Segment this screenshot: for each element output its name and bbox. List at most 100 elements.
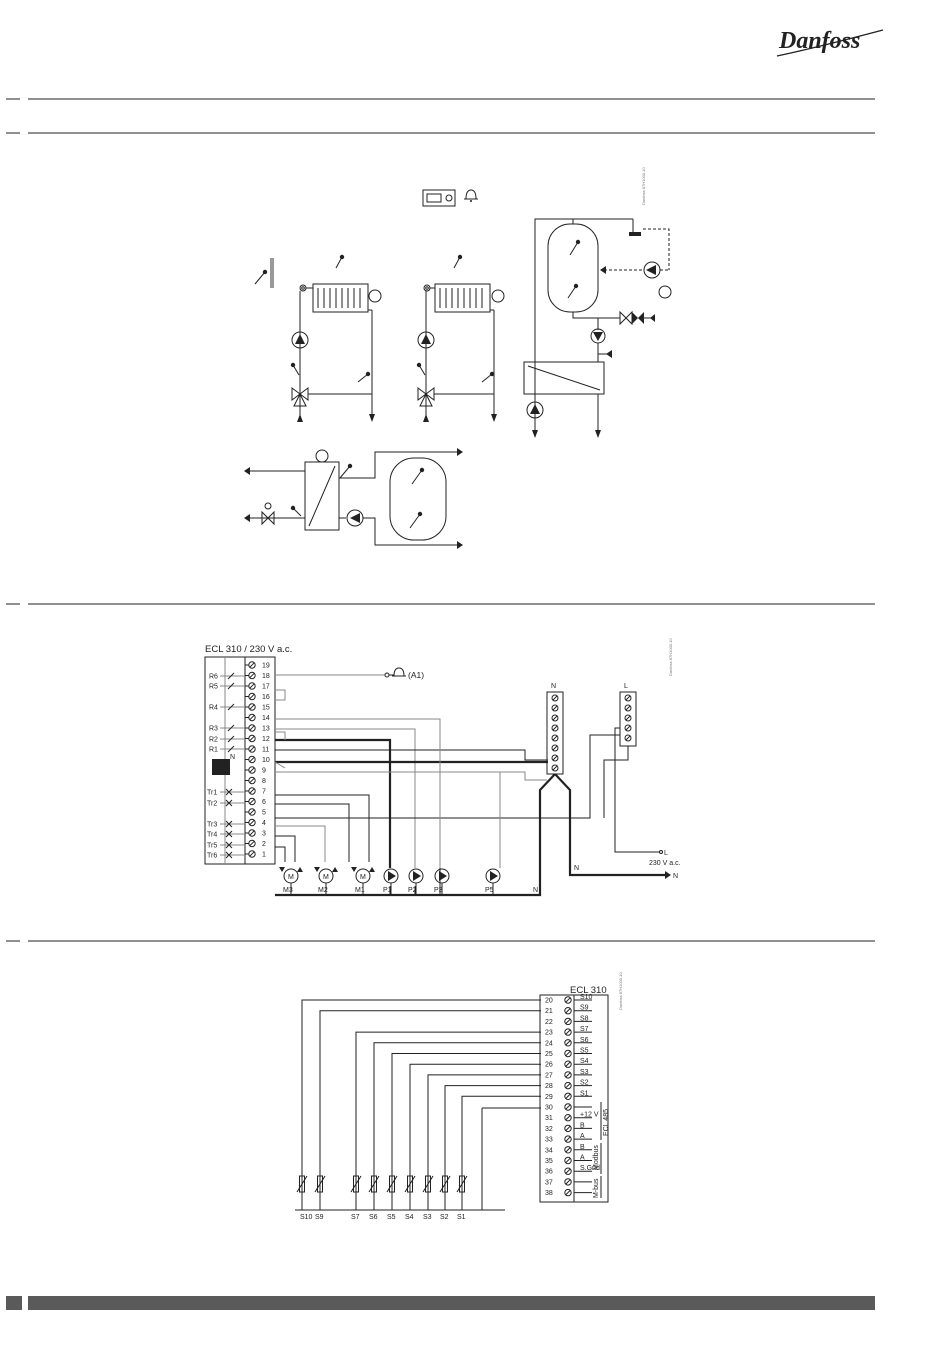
terminal-number: 4 [262, 820, 266, 827]
bus-screw-icon [624, 724, 632, 732]
triac-label: Tr4 [207, 832, 217, 839]
outdoor-sensor-icon [254, 258, 274, 288]
dhw-circuit-2 [244, 448, 463, 549]
terminal-label: B [580, 1144, 585, 1151]
heating-circuit-1 [290, 254, 382, 422]
terminal-number: 3 [262, 831, 266, 838]
terminal-label: S7 [580, 1026, 589, 1033]
terminal-number: 21 [545, 1008, 553, 1015]
triac-label: Tr1 [207, 790, 217, 797]
wiring-sensors-stamp: Danfoss 87H1000.10 [618, 972, 623, 1010]
terminal-number: 25 [545, 1051, 553, 1058]
footer-bar [28, 1296, 875, 1310]
terminal-label: S9 [580, 1005, 589, 1012]
terminal-label: S.Gnd [580, 1165, 600, 1172]
actuator-label: P5 [485, 887, 494, 894]
supply-n-label: N [673, 873, 678, 880]
terminal-label: +12 V [580, 1112, 599, 1119]
terminal-screw-icon [564, 1007, 572, 1015]
triac-label: Tr2 [207, 801, 217, 808]
terminal-number: 23 [545, 1030, 553, 1037]
terminal-number: 27 [545, 1072, 553, 1079]
terminal-number: 1 [262, 852, 266, 859]
terminal-number: 32 [545, 1126, 553, 1133]
sensor-label: S6 [369, 1214, 378, 1221]
sensor-label: S9 [315, 1214, 324, 1221]
valve-icon-1 [291, 387, 309, 401]
terminal-number: 5 [262, 810, 266, 817]
relay-label: R4 [209, 705, 218, 712]
terminal-number: 14 [262, 715, 270, 722]
bus-screw-icon [624, 734, 632, 742]
supply-n-label-3: N [533, 887, 538, 894]
sensor-icon [459, 1175, 465, 1193]
sensor-icon [299, 1175, 305, 1193]
terminal-screw-icon [564, 1188, 572, 1197]
n-bus-bar [546, 691, 564, 775]
terminal-number: 29 [545, 1094, 553, 1101]
bus-screw-icon [551, 734, 559, 742]
terminal-number: 2 [262, 841, 266, 848]
sensor-icon [442, 1175, 448, 1193]
alarm-bell-icon-2 [393, 667, 405, 677]
terminal-label: A [580, 1133, 585, 1140]
terminal-number: 22 [545, 1019, 553, 1026]
valve-icon-2 [417, 387, 435, 401]
wiring-230v: ECL 310 / 230 V a.c. Danfoss 87H1000.10 … [204, 638, 681, 897]
terminal-label: S4 [580, 1058, 589, 1065]
logo-text: Danfoss [778, 28, 860, 54]
actuator-label: M2 [318, 887, 328, 894]
terminal-number: 17 [262, 684, 270, 691]
modbus-label: Modbus [593, 1145, 600, 1170]
terminal-number: 24 [545, 1040, 553, 1047]
sensor-icon [425, 1175, 431, 1193]
sensor-icon [317, 1175, 323, 1193]
terminal-screw-icon [564, 1071, 572, 1079]
bus-screw-icon [551, 754, 559, 762]
radiator-icon-1 [312, 283, 369, 313]
wiring-230v-stamp: Danfoss 87H1000.10 [668, 638, 673, 676]
actuator-label: P1 [383, 887, 392, 894]
bus-screw-icon [551, 764, 559, 772]
terminal-screw-icon [564, 1178, 572, 1186]
bus-screw-icon [624, 714, 632, 722]
supply-n-label-2: N [574, 865, 579, 872]
bus-n-label: N [551, 683, 556, 690]
terminal-screw-icon [564, 1060, 572, 1068]
bus-screw-icon [624, 694, 632, 702]
terminal-number: 10 [262, 757, 270, 764]
triac-label: Tr6 [207, 853, 217, 860]
terminal-screw-icon [564, 1146, 572, 1154]
sensor-icon [407, 1175, 413, 1193]
bus-screw-icon [551, 744, 559, 752]
terminal-number: 6 [262, 799, 266, 806]
relay-label: R5 [209, 684, 218, 691]
mbus-label: M-bus [593, 1178, 600, 1198]
terminal-number: 36 [545, 1169, 553, 1176]
terminal-screw-icon [564, 1017, 572, 1026]
section-rules [6, 98, 875, 942]
terminal-label: S2 [580, 1080, 589, 1087]
terminal-label: S1 [580, 1090, 589, 1097]
terminal-number: 28 [545, 1083, 553, 1090]
relay-label: R3 [209, 726, 218, 733]
heat-exchanger-icon-1 [523, 361, 605, 395]
terminal-screw-icon [564, 1039, 572, 1047]
terminal-screw-icon [564, 996, 572, 1004]
terminal-screw-icon [564, 1167, 572, 1175]
terminal-screw-icon [564, 1049, 572, 1058]
terminal-screw-icon [564, 1156, 572, 1165]
bus-screw-icon [551, 724, 559, 732]
terminal-number: 18 [262, 673, 270, 680]
terminal-number: 16 [262, 694, 270, 701]
terminal-number: 15 [262, 705, 270, 712]
sensor-label: S7 [351, 1214, 360, 1221]
terminal-number: 30 [545, 1105, 553, 1112]
n-mark: N [230, 754, 235, 761]
terminal-number: 7 [262, 789, 266, 796]
